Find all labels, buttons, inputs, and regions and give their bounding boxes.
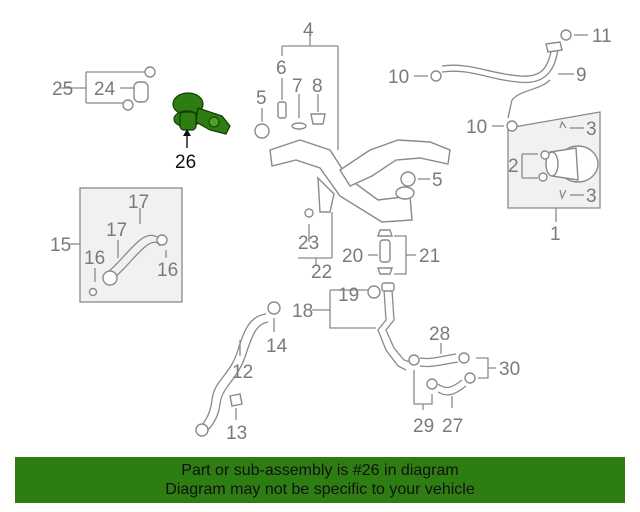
callout-16-left[interactable]: 16 — [84, 248, 105, 269]
part-28-hose[interactable] — [419, 353, 459, 368]
callout-3-top[interactable]: 3 — [586, 119, 597, 140]
part-30-clamp-lower[interactable] — [464, 372, 476, 384]
callout-1[interactable]: 1 — [550, 224, 561, 245]
part-6-sensor[interactable] — [277, 101, 287, 119]
part-14-clamp[interactable] — [267, 301, 281, 315]
part-2-oring-bottom[interactable] — [538, 172, 548, 182]
callout-30[interactable]: 30 — [499, 359, 520, 380]
part-26-thermostat-housing[interactable] — [172, 92, 231, 135]
callout-15[interactable]: 15 — [50, 235, 71, 256]
part-16-washer[interactable] — [88, 287, 98, 297]
callout-19[interactable]: 19 — [338, 285, 359, 306]
callout-25[interactable]: 25 — [52, 79, 73, 100]
part-2-oring-top[interactable] — [540, 150, 550, 160]
part-5-oring[interactable] — [254, 123, 270, 139]
part-27-hose[interactable] — [437, 379, 467, 396]
bracket-29 — [413, 370, 433, 410]
part-16-clamp-left[interactable] — [102, 270, 118, 286]
callout-28[interactable]: 28 — [429, 324, 450, 345]
part-24-cap-top[interactable] — [144, 66, 156, 78]
callout-9[interactable]: 9 — [576, 65, 587, 86]
callout-12[interactable]: 12 — [232, 362, 253, 383]
part-12-end[interactable] — [195, 423, 209, 437]
part-8-clip[interactable] — [310, 113, 326, 125]
callout-26[interactable]: 26 — [175, 152, 196, 173]
part-30-clamp-upper[interactable] — [458, 352, 470, 364]
part-10-clamp-bottom[interactable] — [506, 120, 518, 132]
part-21-cap-bottom[interactable] — [377, 267, 393, 275]
part-24-sensor[interactable] — [133, 81, 149, 103]
callout-21[interactable]: 21 — [419, 246, 440, 267]
callout-3-bottom[interactable]: 3 — [586, 186, 597, 207]
banner-disclaimer: Diagram may not be specific to your vehi… — [165, 481, 475, 498]
callout-18[interactable]: 18 — [292, 301, 313, 322]
bracket-25 — [60, 71, 145, 104]
callout-10-top[interactable]: 10 — [388, 67, 409, 88]
callout-11[interactable]: 11 — [592, 26, 612, 47]
callout-17-left[interactable]: 17 — [106, 220, 127, 241]
part-29-clamp-lower[interactable] — [426, 378, 438, 390]
part-13-clip[interactable] — [229, 393, 243, 407]
callout-6[interactable]: 6 — [276, 58, 287, 79]
part-3-clip-bottom[interactable] — [559, 189, 567, 200]
part-10-clamp-top[interactable] — [430, 70, 442, 82]
callout-5-right[interactable]: 5 — [432, 170, 443, 191]
part-18-pipe[interactable] — [377, 289, 411, 371]
part-11-clamp[interactable] — [560, 29, 572, 41]
callout-24[interactable]: 24 — [94, 79, 116, 100]
part-9-end[interactable] — [545, 41, 563, 53]
part-21-cap-top[interactable] — [377, 229, 393, 237]
info-banner: Part or sub-assembly is #26 in diagram D… — [15, 457, 625, 503]
callout-22[interactable]: 22 — [311, 262, 332, 283]
callout-14[interactable]: 14 — [266, 336, 288, 357]
group-15-box — [79, 187, 183, 303]
callout-5-left[interactable]: 5 — [256, 88, 267, 109]
bracket-30 — [476, 357, 496, 379]
part-12-hose[interactable] — [199, 313, 269, 433]
callout-10-bottom[interactable]: 10 — [466, 117, 487, 138]
part-7-seal[interactable] — [291, 122, 307, 130]
callout-2[interactable]: 2 — [508, 156, 519, 177]
part-29-clamp-upper[interactable] — [408, 354, 420, 366]
part-9-coolant-hose[interactable] — [441, 47, 559, 119]
part-18-end[interactable] — [381, 282, 395, 292]
callout-8[interactable]: 8 — [312, 76, 323, 97]
part-1-pump-assembly[interactable] — [545, 145, 599, 183]
leader-26-arrow — [183, 129, 191, 136]
exploded-parts-diagram: 26 24 25 4 6 7 8 5 5 — [50, 20, 612, 444]
callout-4[interactable]: 4 — [303, 20, 314, 41]
callout-27[interactable]: 27 — [442, 416, 463, 437]
callout-23[interactable]: 23 — [298, 233, 319, 254]
callout-13[interactable]: 13 — [226, 423, 247, 444]
bracket-2 — [521, 153, 538, 179]
part-24-cap-bottom[interactable] — [122, 99, 134, 111]
callout-20[interactable]: 20 — [342, 246, 363, 267]
part-22-coolant-pipe[interactable] — [269, 139, 451, 223]
part-20-sensor[interactable] — [379, 239, 391, 263]
callout-29[interactable]: 29 — [413, 416, 434, 437]
part-19-oring[interactable] — [367, 285, 381, 299]
callout-7[interactable]: 7 — [292, 76, 303, 97]
banner-part-note: Part or sub-assembly is #26 in diagram — [181, 462, 459, 479]
callout-16-right[interactable]: 16 — [157, 260, 178, 281]
bracket-21 — [394, 235, 416, 275]
part-3-clip-top[interactable] — [559, 120, 567, 129]
part-16-clamp-right[interactable] — [156, 234, 168, 246]
bracket-22-23 — [298, 212, 333, 266]
callout-17-top[interactable]: 17 — [128, 192, 149, 213]
part-23-bolt[interactable] — [304, 208, 314, 218]
bracket-4 — [281, 28, 339, 150]
part-5-right-oring[interactable] — [400, 171, 416, 187]
